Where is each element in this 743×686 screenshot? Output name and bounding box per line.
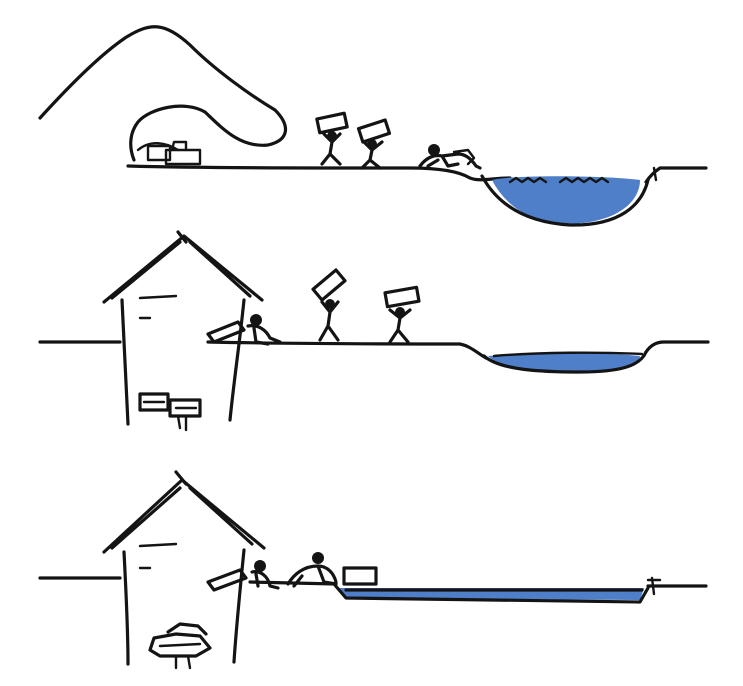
worker-at-hut	[208, 315, 280, 344]
panel-3	[40, 472, 706, 668]
mountain-outline	[40, 27, 285, 160]
porter-figure	[313, 270, 345, 340]
worker-crouching	[288, 553, 336, 586]
hut-roof	[104, 480, 264, 552]
stored-goods-cellar	[140, 394, 200, 430]
hut-wall-right	[234, 550, 244, 662]
worker-crouching	[420, 145, 480, 168]
stored-goods-cellar	[150, 624, 210, 668]
hut-floor-line	[140, 296, 176, 318]
stored-goods-cave	[148, 142, 200, 164]
ground-line-1	[128, 166, 510, 180]
porter-figure	[359, 120, 390, 168]
ground-right-2	[646, 342, 708, 352]
hut-wall-right	[230, 300, 244, 420]
hut-wall-left	[124, 552, 128, 664]
porter-figure	[317, 113, 347, 164]
porter-figure	[385, 287, 419, 342]
panel-1	[40, 27, 706, 225]
panel-2	[40, 232, 708, 430]
hut-floor-line	[140, 544, 176, 568]
hut-wall-left	[122, 300, 128, 424]
crate	[344, 568, 376, 584]
hut-roof	[104, 236, 262, 302]
